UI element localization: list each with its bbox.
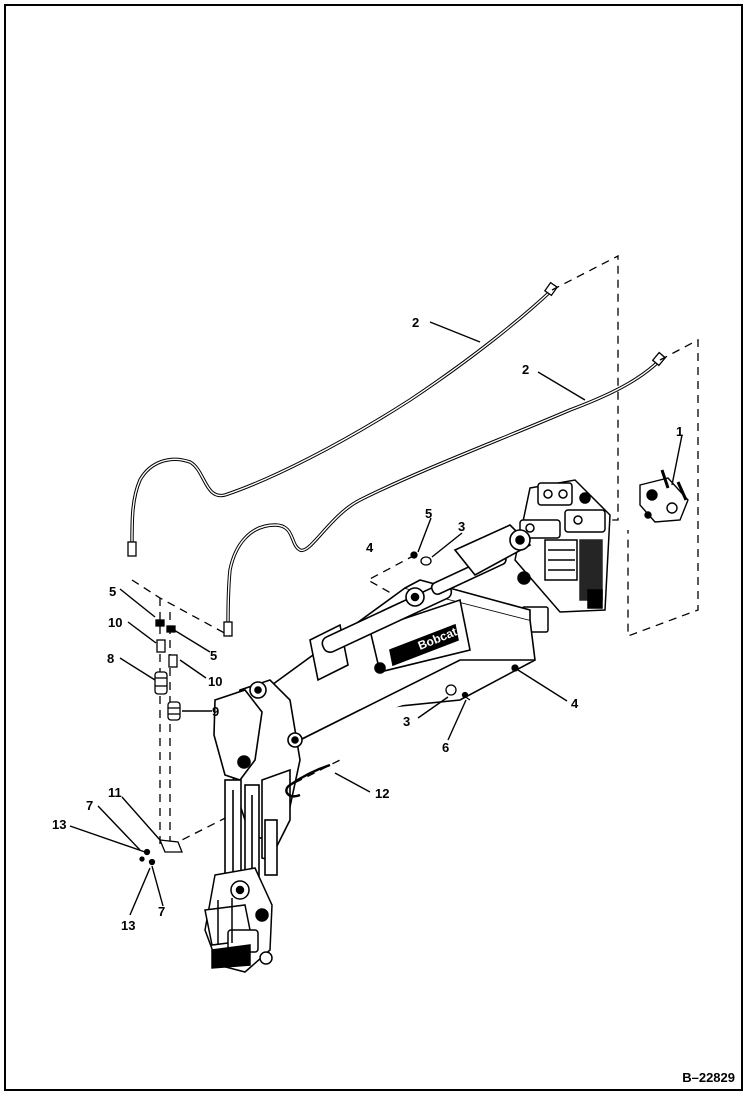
callout-2-upper: 2 (412, 315, 419, 330)
callout-5-left: 5 (109, 584, 116, 599)
callout-3-upper: 3 (458, 519, 465, 534)
callout-1: 1 (676, 424, 683, 439)
fitting-10-right (168, 654, 178, 668)
callout-13-lower: 13 (121, 918, 135, 933)
left-fitting-stack (154, 619, 181, 721)
callout-11: 11 (108, 785, 122, 800)
callout-9: 9 (212, 704, 219, 719)
fitting-5-upper (410, 551, 418, 559)
callout-7-upper: 7 (86, 798, 93, 813)
fitting-4-lower (511, 664, 519, 672)
callout-4-lower: 4 (571, 696, 579, 711)
valve-fitting-part-1 (639, 469, 689, 523)
callout-2-lower: 2 (522, 362, 529, 377)
small-fittings (410, 551, 519, 699)
fitting-6 (461, 691, 469, 699)
fitting-8 (154, 671, 168, 695)
fitting-11 (158, 839, 183, 853)
fitting-9 (167, 701, 181, 721)
fitting-7 (139, 856, 145, 862)
callout-6: 6 (442, 740, 449, 755)
figure-reference-code: B–22829 (682, 1070, 735, 1085)
hydraulic-hose-upper (127, 281, 559, 557)
backhoe-bucket-mount (204, 867, 273, 973)
callout-5-right: 5 (210, 648, 217, 663)
callout-8: 8 (107, 651, 114, 666)
fitting-10-left (156, 639, 166, 653)
fitting-5-right (166, 625, 176, 633)
callout-10-right: 10 (208, 674, 222, 689)
fitting-5-left (155, 619, 165, 627)
fitting-3-upper (420, 556, 432, 566)
callout-10-left: 10 (108, 615, 122, 630)
callout-3-lower: 3 (403, 714, 410, 729)
callout-13-upper: 13 (52, 817, 66, 832)
drawing-border (4, 4, 743, 1091)
fitting-13-upper (143, 848, 151, 856)
u-pin-part-12 (285, 763, 331, 798)
hydraulic-hose-lower (223, 351, 667, 637)
bottom-fittings (139, 839, 183, 866)
callout-7-lower: 7 (158, 904, 165, 919)
callout-labels: 1 2 2 3 3 4 4 5 5 5 6 7 7 8 10 10 9 11 1… (52, 315, 683, 933)
backhoe-dipper-arm (213, 679, 303, 891)
callout-5-upper: 5 (425, 506, 432, 521)
callout-4-upper: 4 (366, 540, 374, 555)
callout-12: 12 (375, 786, 389, 801)
leader-lines (69, 321, 683, 916)
control-valve-assembly (514, 479, 611, 633)
backhoe-boom-arm (264, 524, 536, 741)
fitting-3-lower (445, 684, 457, 696)
fitting-13-lower (148, 858, 156, 866)
